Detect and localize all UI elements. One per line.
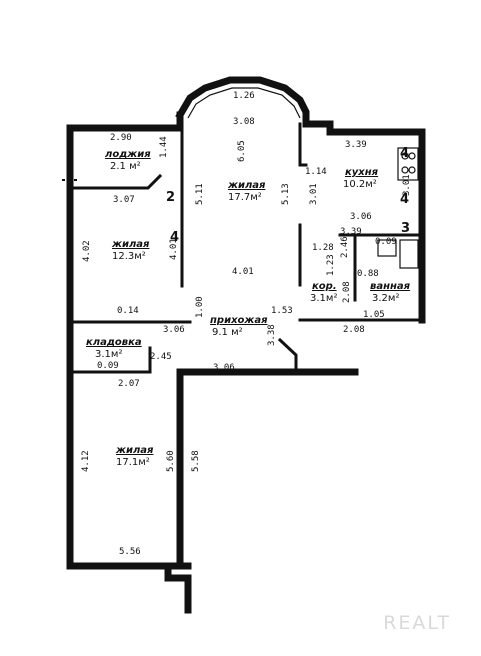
bay-window-inner (187, 87, 301, 119)
wall-loggia (68, 173, 163, 190)
dim-5-58: 5.60 (166, 450, 176, 472)
room-name-kitchen: кухня (345, 167, 379, 178)
room-area-storage: 3.1м² (95, 349, 123, 360)
room-name-hall: прихожая (210, 315, 268, 326)
wall-living1-right (298, 122, 308, 167)
outer-wall-top-left (66, 111, 184, 132)
dim-3-01-living: 3.01 (309, 183, 319, 205)
dim-3-08: 3.08 (233, 117, 255, 127)
balcony-bottom (164, 562, 192, 614)
dim-0-09-top: 3.39 (340, 227, 362, 237)
dim-3-06-left: 0.14 (117, 306, 139, 316)
dim-3-06-bottom: 5.56 (119, 547, 141, 557)
dim-0-14: 1.53 (271, 306, 293, 316)
room-area-kitchen: 10.2м² (343, 179, 377, 190)
marker-2: 2 (166, 190, 176, 205)
room-name-corridor: кор. (312, 281, 337, 292)
dim-1-23: 1.28 (312, 243, 334, 253)
dim-2-45: 3.38 (267, 324, 277, 346)
dim-1-28: 0.09 (375, 237, 397, 247)
outer-wall-top-right (326, 120, 426, 324)
marker-4-left: 4 (170, 230, 180, 245)
dim-3-38: 2.08 (343, 325, 365, 335)
room-name-living2: жилая (112, 239, 150, 250)
room-area-bathroom: 3.2м² (372, 293, 400, 304)
kitchen-stove (397, 147, 419, 181)
bath-sink (377, 239, 397, 257)
dim-5-60: 4.12 (81, 450, 91, 472)
dim-1-53: 2.08 (342, 281, 352, 303)
dim-5-13: 5.13 (281, 183, 291, 205)
dim-3-39-top: 3.39 (345, 140, 367, 150)
bath-tub (399, 239, 419, 269)
dim-1-05: 3.06 (163, 325, 185, 335)
dim-4-12: 3.06 (213, 363, 235, 373)
dim-1-00: 1.00 (195, 296, 205, 318)
dim-5-56: 5.58 (191, 450, 201, 472)
dim-0-88: 2.46 (340, 236, 350, 258)
marker-4-top: 4 (400, 146, 410, 161)
room-name-living3: жилая (116, 445, 154, 456)
dim-3-07: 3.07 (113, 195, 135, 205)
dim-3-39-bottom: 3.06 (350, 212, 372, 222)
wall-hall-step (277, 337, 298, 374)
dim-3-06-storage: 2.07 (118, 379, 140, 389)
dim-3-06-mid: 4.01 (232, 267, 254, 277)
room-name-storage: кладовка (86, 337, 142, 348)
marker-3: 3 (401, 221, 411, 236)
room-area-living1: 17.7м² (228, 192, 262, 203)
dim-2-90: 2.90 (110, 133, 132, 143)
room-area-loggia: 2.1 м² (110, 161, 141, 172)
dim-2-46: 1.23 (326, 254, 336, 276)
room-area-hall: 9.1 м² (212, 327, 243, 338)
watermark: REALT (383, 612, 451, 634)
room-area-living2: 12.3м² (112, 251, 146, 262)
room-name-loggia: лоджия (105, 149, 151, 160)
dim-0-09-left: 2.45 (150, 352, 172, 362)
dim-5-11: 5.11 (195, 183, 205, 205)
dim-2-07: 0.09 (97, 361, 119, 371)
room-name-bathroom: ванная (370, 281, 411, 292)
room-name-living1: жилая (228, 180, 266, 191)
dim-4-02: 4.02 (82, 240, 92, 262)
bay-window-wall (175, 76, 334, 128)
dim-1-44: 1.44 (159, 136, 169, 158)
dim-2-08-bottom: 1.05 (363, 310, 385, 320)
room-area-living3: 17.1м² (116, 457, 150, 468)
marker-4-right: 4 (400, 192, 410, 207)
dim-2-08-top: 0.88 (357, 269, 379, 279)
room-area-corridor: 3.1м² (310, 293, 338, 304)
dim-6-05: 6.05 (237, 140, 247, 162)
wall-storage (68, 346, 152, 374)
dim-1-26: 1.26 (233, 91, 255, 101)
dim-1-14: 1.14 (305, 167, 327, 177)
